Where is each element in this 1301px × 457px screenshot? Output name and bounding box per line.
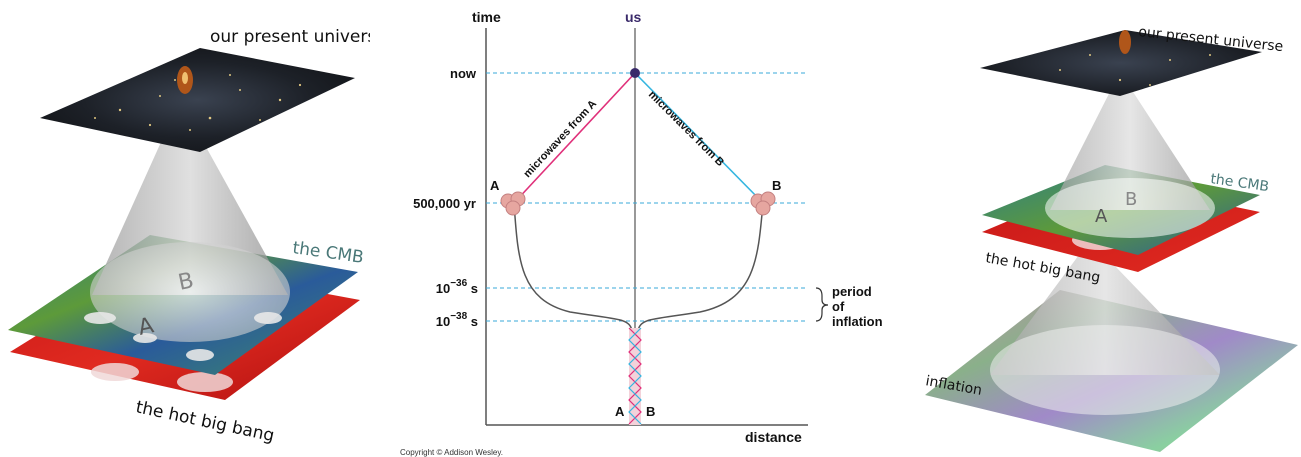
b-label: B [772, 178, 781, 193]
us-now-dot [630, 68, 640, 78]
microwaves-b-label: microwaves from B [646, 89, 726, 169]
present-universe-label: our present universe [210, 27, 370, 47]
copyright-text: Copyright © Addison Wesley. [400, 448, 503, 457]
t36-label: 10−36 s [436, 278, 478, 296]
left-cone-diagram: our present universe the CMB the hot big… [0, 0, 370, 457]
microwaves-b-line [634, 72, 764, 204]
right-point-b-label: B [1125, 189, 1137, 210]
distance-axis-label: distance [745, 429, 802, 445]
microwaves-a-label: microwaves from A [521, 98, 599, 180]
a-label: A [490, 178, 500, 193]
inflation-label: inflation [832, 314, 883, 329]
right-present-universe-plane [980, 30, 1262, 96]
region-b-blob [750, 191, 776, 216]
us-label: us [625, 9, 642, 25]
right-point-a-label: A [1095, 206, 1108, 227]
worldline-b [637, 202, 764, 425]
inflation-bracket [815, 287, 829, 322]
light-cone [92, 100, 288, 295]
present-universe-plane [40, 48, 355, 152]
region-a-blob [500, 191, 526, 216]
cmb-disc [90, 242, 290, 342]
hot-big-bang-label: the hot big bang [134, 397, 276, 446]
time-axis-label: time [472, 9, 501, 25]
period-label: period [832, 284, 872, 299]
left-cone-illustration: our present universe the CMB the hot big… [8, 27, 370, 446]
worldline-a [513, 202, 633, 425]
a-bottom-label: A [615, 404, 625, 419]
b-bottom-label: B [646, 404, 655, 419]
right-inflation-diagram: our present universe the CMB the hot big… [920, 0, 1301, 457]
now-label: now [450, 66, 477, 81]
500000yr-label: 500,000 yr [413, 196, 476, 211]
right-cone-illustration: our present universe the CMB the hot big… [924, 24, 1298, 452]
right-light-cone [1050, 72, 1210, 210]
point-b-label: B [176, 268, 196, 296]
spacetime-diagram-svg: time us distance now 500,000 yr 10−36 s … [400, 9, 883, 457]
t38-label: 10−38 s [436, 311, 478, 329]
spacetime-diagram: time us distance now 500,000 yr 10−36 s … [370, 0, 930, 457]
of-label: of [832, 299, 845, 314]
microwaves-a-line [513, 72, 636, 204]
point-a-label: A [136, 313, 156, 341]
braided-worldlines [629, 328, 641, 425]
right-galaxy-icon [1119, 30, 1131, 54]
